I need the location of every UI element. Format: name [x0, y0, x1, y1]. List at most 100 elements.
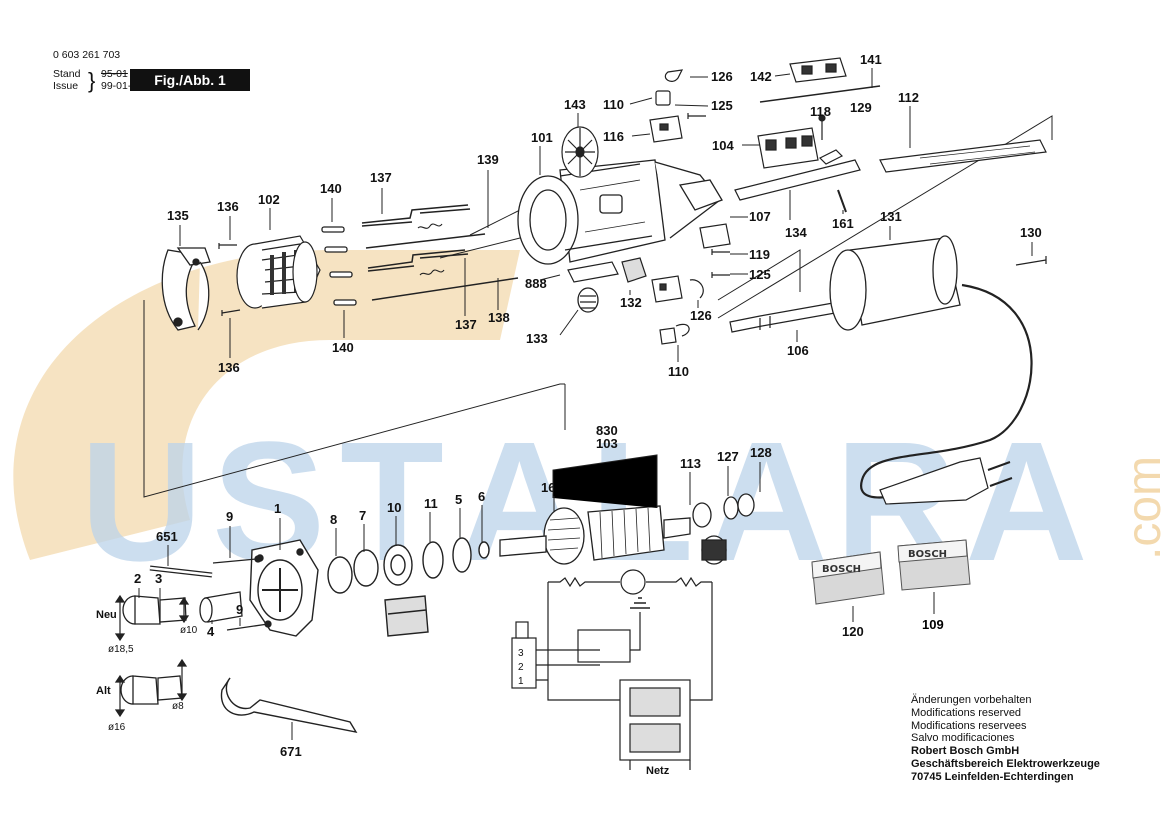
screw-136 [218, 243, 241, 316]
part-label: 112 [898, 90, 919, 105]
note-line: Salvo modificaciones [911, 732, 1015, 745]
part-label: 125 [749, 267, 771, 282]
leader-lines [138, 68, 1033, 740]
guide-line [469, 209, 521, 236]
note-line: Änderungen vorbehalten [911, 694, 1032, 706]
diameter-label: ø16 [108, 722, 126, 733]
part-label: 130 [1020, 225, 1042, 240]
part-label: 133 [526, 331, 548, 346]
plug [879, 457, 1013, 505]
part-label: 101 [531, 130, 553, 145]
part-label: 139 [477, 152, 499, 167]
part-label: 127 [717, 449, 739, 464]
part-label: 161 [832, 216, 854, 231]
company-line: 70745 Leinfelden-Echterdingen [911, 770, 1074, 783]
note-line: Modifications reserved [911, 706, 1022, 719]
part-label: 110 [603, 97, 624, 112]
plate-labels: 120 [842, 592, 935, 639]
part-label: 8 [330, 512, 337, 527]
stand-label: Stand [53, 68, 81, 80]
alt-label: Alt [96, 685, 111, 697]
figure-label: Fig./Abb. 1 [130, 69, 250, 91]
part-label: 10 [387, 500, 401, 515]
switch-position-label: 3 [518, 648, 524, 659]
part-label: 134 [785, 225, 807, 240]
part-label: 4 [207, 624, 215, 639]
part-label: 137 [455, 317, 477, 332]
issue-label: Issue [53, 80, 79, 92]
part-label: 3 [155, 571, 162, 586]
end-shield-1 [249, 539, 319, 637]
diameter-label: ø18,5 [108, 644, 134, 655]
bearing-parts-left [327, 537, 490, 637]
screw-9 [212, 555, 272, 631]
screw-130 [1015, 256, 1047, 266]
company-line: Geschäftsbereich Elektrowerkzeuge [911, 757, 1100, 770]
part-label: 125 [711, 98, 733, 113]
watermark-letter: A [965, 407, 1088, 597]
armature-103 [499, 505, 691, 565]
part-label: 129 [850, 100, 872, 115]
fan-143 [561, 126, 599, 178]
company-line: Robert Bosch GmbH [911, 745, 1020, 758]
part-label: 113 [680, 456, 701, 471]
part-label: 138 [488, 310, 510, 325]
part-label: 9 [236, 602, 243, 617]
part-label: 143 [564, 97, 586, 112]
part-label: 142 [750, 69, 772, 84]
stand-value: 95-01 [101, 68, 128, 80]
small-labels: Neu Alt ø10 ø18,5 ø8 ø16 3 2 1 Netz [96, 609, 670, 777]
part-label: 106 [787, 343, 809, 358]
watermark-letter: U [80, 407, 203, 597]
part-label: 103 [596, 436, 618, 451]
guide-lines [143, 115, 1053, 498]
watermark-suffix: .com [1118, 456, 1168, 560]
power-cord [860, 283, 1033, 499]
part-label: 132 [620, 295, 642, 310]
guide-line [143, 300, 565, 498]
part-label: 109 [922, 617, 944, 632]
brush-rods [361, 204, 519, 301]
stator-102 [236, 235, 321, 309]
part-label: 11 [424, 496, 438, 511]
bearing-parts-right [692, 493, 755, 565]
brace-glyph: } [88, 68, 96, 93]
part-number: 0 603 261 703 [53, 49, 121, 61]
bosch-logo-text: BOSCH [822, 564, 861, 575]
part-label: 137 [370, 170, 392, 185]
part-label: 120 [842, 624, 864, 639]
part-label: 2 [134, 571, 141, 586]
switch-position-label: 1 [518, 676, 524, 687]
part-label: 9 [226, 509, 233, 524]
netz-label: Netz [646, 765, 670, 777]
part-label: 128 [750, 445, 772, 460]
guide-line [717, 249, 801, 301]
part-label: 5 [455, 492, 462, 507]
part-label: 110 [668, 364, 689, 379]
part-label: 118 [810, 104, 831, 119]
notes-block: Änderungen vorbehalten Modifications res… [911, 694, 1100, 784]
part-label: 119 [749, 247, 770, 262]
part-label: 1 [274, 501, 281, 516]
part-label: 131 [880, 209, 902, 224]
wiring-schematic [511, 569, 713, 770]
part-label: 126 [711, 69, 733, 84]
pins-140 [321, 226, 357, 306]
watermark-letter: A [458, 407, 581, 597]
part-label: 888 [525, 276, 547, 291]
part-label: 140 [320, 181, 342, 196]
bosch-plate-120: BOSCH [811, 551, 885, 605]
part-label: 651 [156, 529, 178, 544]
dimension-marks [114, 594, 190, 718]
part-label: 7 [359, 508, 366, 523]
part-label: 102 [258, 192, 280, 207]
guide-line [717, 115, 1053, 319]
part-label: 126 [690, 308, 712, 323]
watermark-letter: A [705, 407, 828, 597]
bosch-plate-109: BOSCH [897, 539, 971, 591]
neu-label: Neu [96, 609, 117, 621]
diameter-label: ø10 [180, 625, 198, 636]
housing-131 [829, 235, 961, 331]
